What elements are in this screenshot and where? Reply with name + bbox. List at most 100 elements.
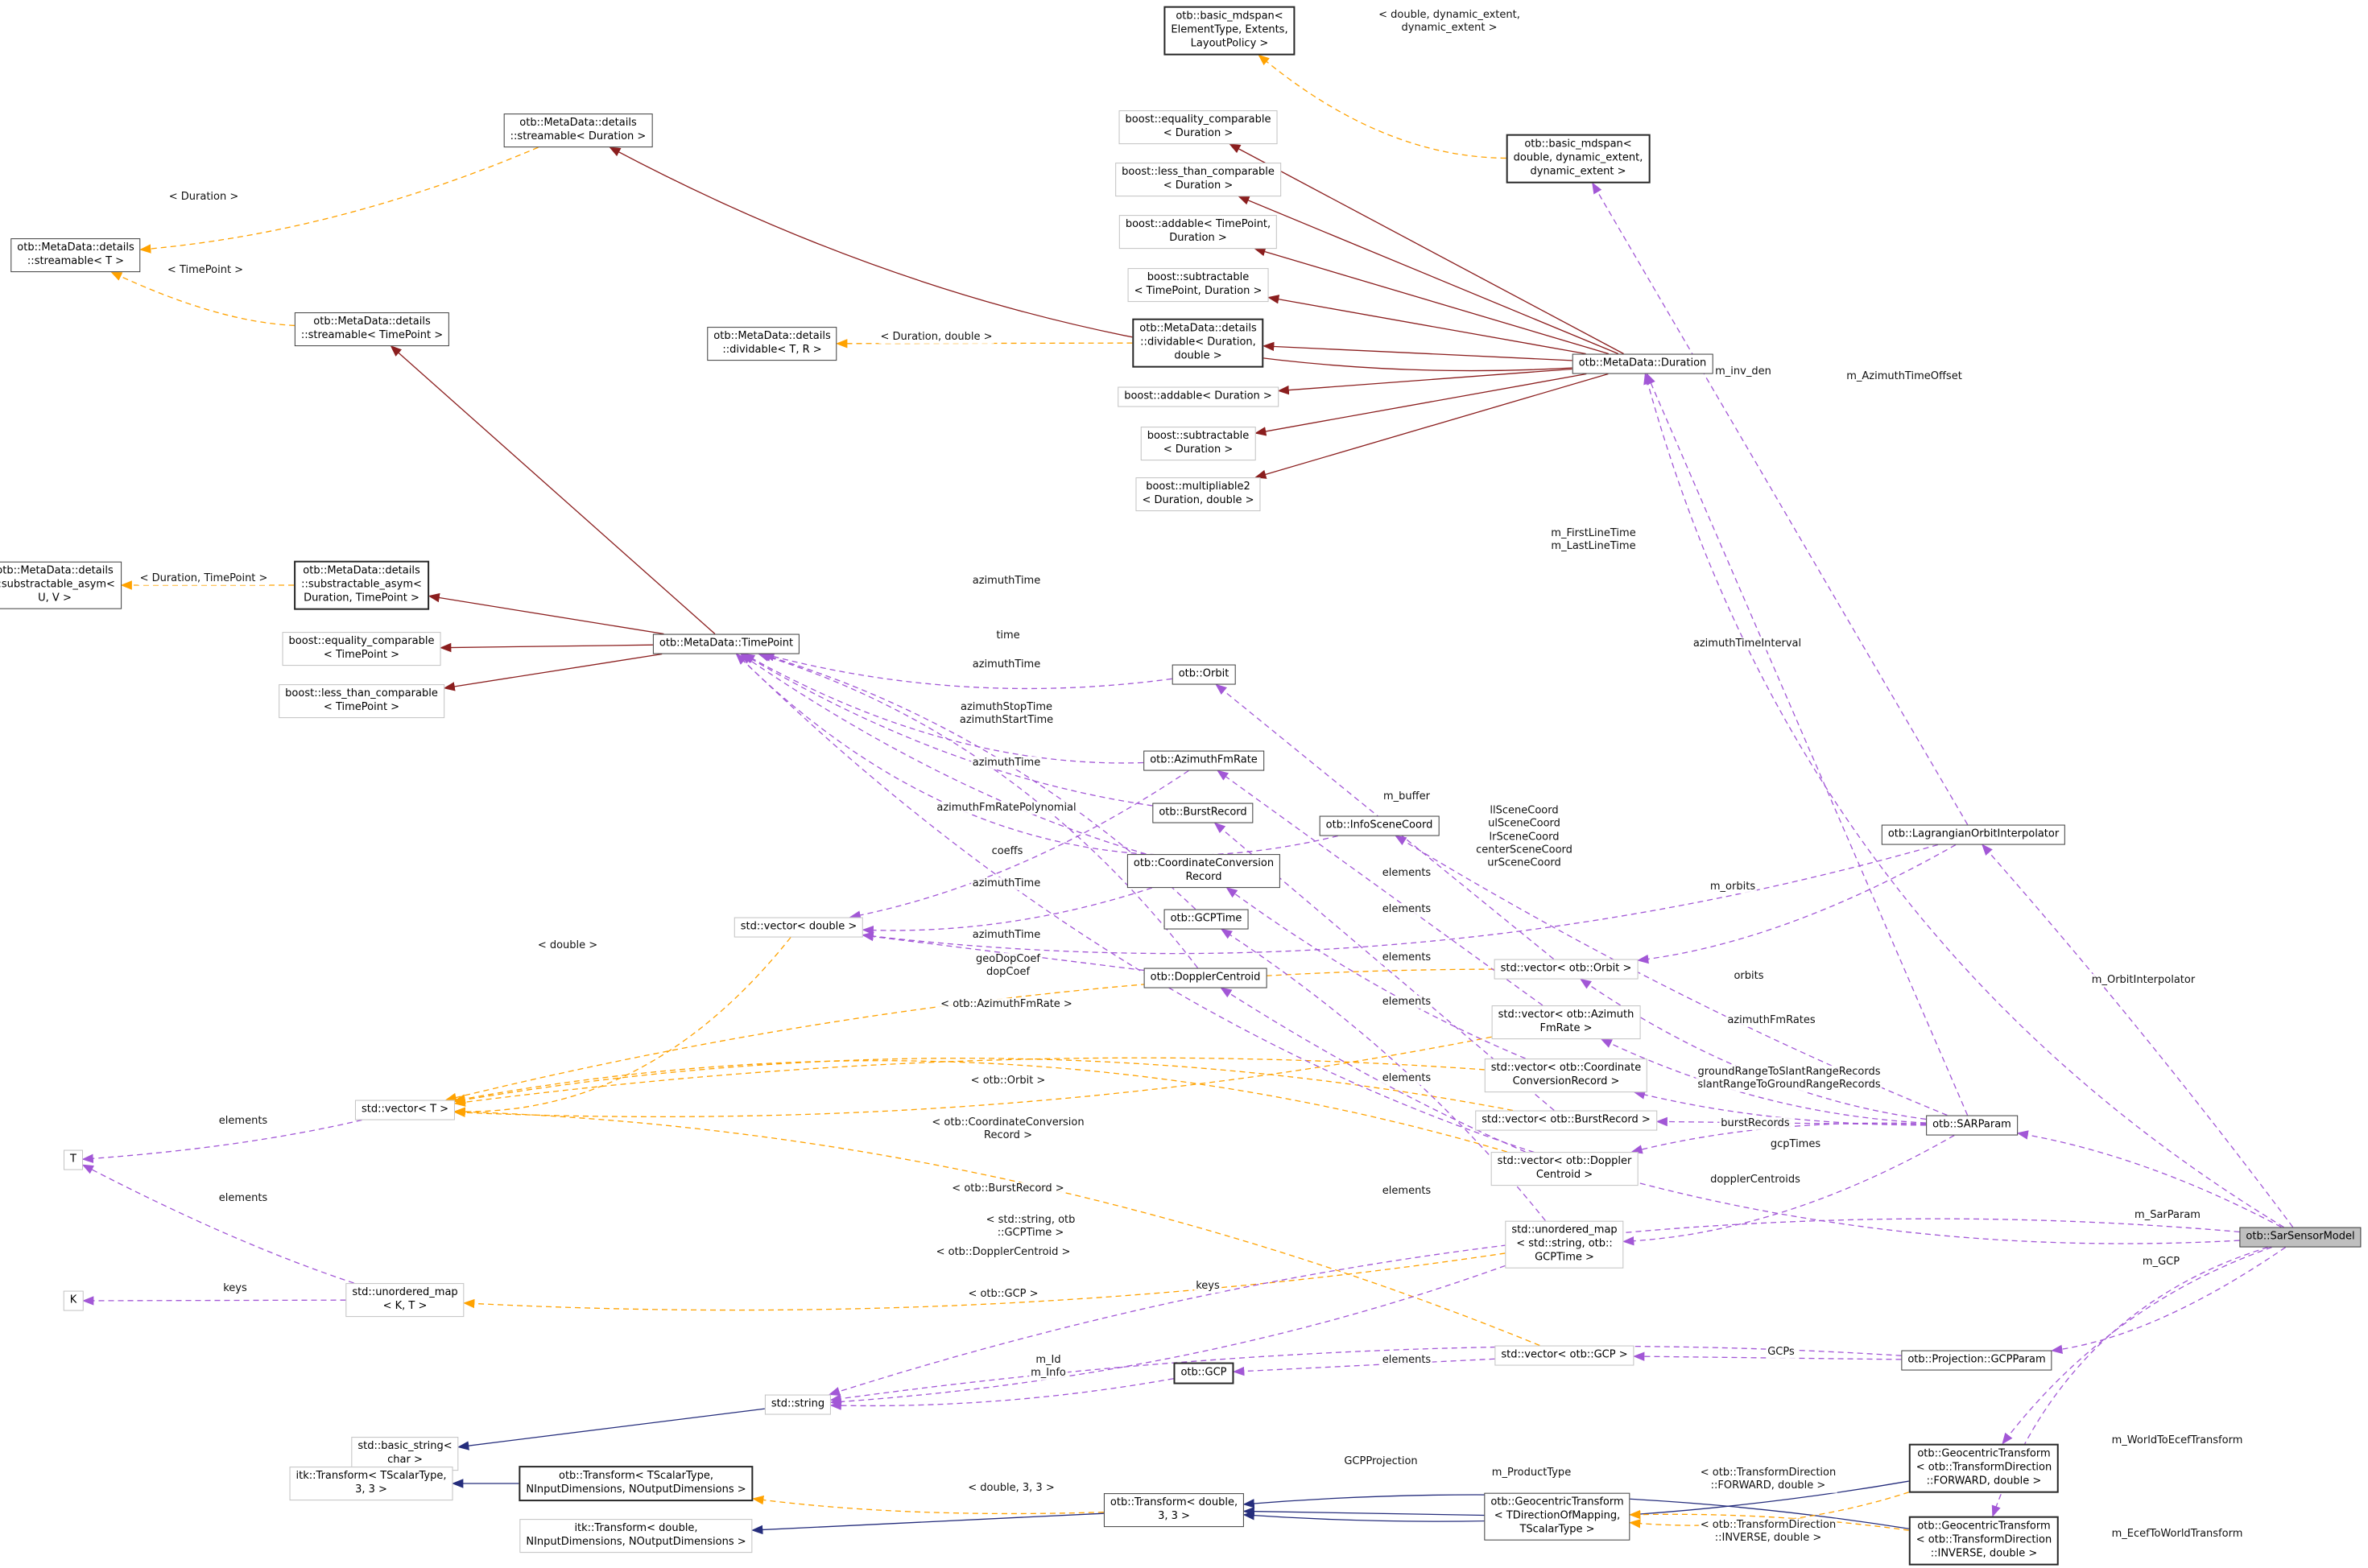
node-lt_tp[interactable]: boost::less_than_comparable < TimePoint … xyxy=(279,684,444,718)
edge-vec_dopc-dopc xyxy=(1220,987,1526,1153)
node-stream_t[interactable]: otb::MetaData::details ::streamable< T > xyxy=(10,238,141,272)
node-geo_inv[interactable]: otb::GeocentricTransform < otb::Transfor… xyxy=(1908,1516,2060,1566)
edge-stream_tp-stream_t xyxy=(110,271,295,327)
node-vec_gcp[interactable]: std::vector< otb::GCP > xyxy=(1494,1345,1634,1366)
node-subasym_dt[interactable]: otb::MetaData::details ::substractable_a… xyxy=(294,560,429,610)
node-mdspan_d[interactable]: otb::basic_mdspan< double, dynamic_exten… xyxy=(1506,134,1651,184)
edge-duration-sub_d xyxy=(1254,373,1587,436)
edge-timepoint-eq_tp xyxy=(440,642,654,653)
node-azfm[interactable]: otb::AzimuthFmRate xyxy=(1143,750,1264,771)
edge-vec_azfm-azfm xyxy=(1217,770,1544,1006)
edge-label-I: azimuthTimeInterval xyxy=(1691,637,1804,651)
node-gcpparam[interactable]: otb::Projection::GCPParam xyxy=(1901,1350,2052,1371)
node-vec_d[interactable]: std::vector< double > xyxy=(734,917,864,938)
node-vec_orbit[interactable]: std::vector< otb::Orbit > xyxy=(1494,959,1639,980)
edge-label-AR: m_ProductType xyxy=(1490,1466,1573,1480)
edge-label-K: time xyxy=(994,629,1022,643)
node-itk_t1[interactable]: itk::Transform< TScalarType, 3, 3 > xyxy=(289,1467,453,1500)
node-vec_burst[interactable]: std::vector< otb::BurstRecord > xyxy=(1475,1110,1657,1131)
node-t_node[interactable]: T xyxy=(64,1149,83,1170)
edge-timepoint-subasym_dt xyxy=(428,592,664,635)
node-isc[interactable]: otb::InfoSceneCoord xyxy=(1319,815,1440,836)
edge-label-AW: orbits xyxy=(1732,969,1766,984)
node-gcp[interactable]: otb::GCP xyxy=(1173,1362,1234,1384)
node-mul2[interactable]: boost::multipliable2 < Duration, double … xyxy=(1135,477,1261,511)
edge-duration-add_d xyxy=(1277,368,1572,395)
edge-umap_sg-str xyxy=(829,1265,1506,1407)
node-geo_c[interactable]: otb::GeocentricTransform < TDirectionOfM… xyxy=(1484,1492,1630,1541)
edge-loi-mdspan_d xyxy=(1592,182,1969,825)
node-timepoint[interactable]: otb::MetaData::TimePoint xyxy=(652,633,800,654)
node-k_node[interactable]: K xyxy=(63,1290,84,1311)
node-add_tpd[interactable]: boost::addable< TimePoint, Duration > xyxy=(1118,215,1278,249)
edge-label-AV: m_orbits xyxy=(1708,880,1758,894)
edge-otb_td-itk_t2 xyxy=(751,1512,1105,1535)
edge-label-AE: < otb::Orbit > xyxy=(969,1074,1048,1088)
edge-umap_kt-k_node xyxy=(82,1296,346,1306)
edge-duration-div_dd xyxy=(1263,341,1572,361)
node-dopc[interactable]: otb::DopplerCentroid xyxy=(1143,968,1267,988)
node-sub_d[interactable]: boost::subtractable < Duration > xyxy=(1140,427,1256,460)
node-gcptime[interactable]: otb::GCPTime xyxy=(1163,909,1249,930)
node-div_dd[interactable]: otb::MetaData::details ::dividable< Dura… xyxy=(1132,318,1264,368)
node-div_tr[interactable]: otb::MetaData::details ::dividable< T, R… xyxy=(707,327,837,361)
node-eq_dur[interactable]: boost::equality_comparable < Duration > xyxy=(1118,110,1278,144)
edge-label-AT: m_SarParam xyxy=(2133,1208,2202,1223)
node-sub_tpd[interactable]: boost::subtractable < TimePoint, Duratio… xyxy=(1127,268,1269,302)
edge-sarparam-vec_dopc xyxy=(1630,1122,1927,1154)
node-add_d[interactable]: boost::addable< Duration > xyxy=(1118,386,1279,407)
node-loi[interactable]: otb::LagrangianOrbitInterpolator xyxy=(1881,824,2066,845)
edge-ssm-gcpparam xyxy=(2051,1246,2287,1354)
node-mdspan_g[interactable]: otb::basic_mdspan< ElementType, Extents,… xyxy=(1163,6,1296,56)
node-umap_sg[interactable]: std::unordered_map < std::string, otb:: … xyxy=(1505,1220,1624,1269)
node-umap_kt[interactable]: std::unordered_map < K, T > xyxy=(345,1283,465,1317)
node-geo_fwd[interactable]: otb::GeocentricTransform < otb::Transfor… xyxy=(1908,1443,2060,1493)
edge-label-AF: < otb::CoordinateConversion Record > xyxy=(930,1116,1086,1143)
node-sarparam[interactable]: otb::SARParam xyxy=(1926,1115,2018,1136)
node-vec_dopc[interactable]: std::vector< otb::Doppler Centroid > xyxy=(1490,1152,1639,1186)
edge-gcptime-timepoint xyxy=(759,652,1196,910)
node-eq_tp[interactable]: boost::equality_comparable < TimePoint > xyxy=(282,632,441,666)
node-str[interactable]: std::string xyxy=(764,1394,832,1415)
edge-label-Z: elements xyxy=(1380,1071,1433,1086)
node-lt_dur[interactable]: boost::less_than_comparable < Duration > xyxy=(1115,163,1281,196)
node-vec_t[interactable]: std::vector< T > xyxy=(354,1100,456,1120)
edge-str-basic_str xyxy=(457,1408,766,1450)
edge-otb_td-otb_t xyxy=(752,1495,1105,1515)
edge-label-AB: elements xyxy=(1380,1353,1433,1368)
node-stream_tp[interactable]: otb::MetaData::details ::streamable< Tim… xyxy=(294,312,450,346)
edge-label-AA: elements xyxy=(1380,1184,1433,1199)
edge-label-X: elements xyxy=(1380,951,1433,965)
node-orbit[interactable]: otb::Orbit xyxy=(1172,664,1236,685)
edge-label-AK: keys xyxy=(221,1281,249,1296)
node-vec_ccr[interactable]: std::vector< otb::Coordinate ConversionR… xyxy=(1484,1058,1648,1092)
edge-label-AZ: burstRecords xyxy=(1719,1116,1791,1131)
edge-label-BB: gcpTimes xyxy=(1768,1137,1823,1152)
edge-loi-vec_orbit xyxy=(1637,844,1957,964)
edge-sarparam-vec_orbit xyxy=(1579,978,1927,1120)
edge-label-A: < double, dynamic_extent, dynamic_extent… xyxy=(1377,8,1522,35)
edge-label-AI: < otb::GCP > xyxy=(966,1287,1040,1302)
node-otb_td[interactable]: otb::Transform< double, 3, 3 > xyxy=(1103,1493,1245,1527)
edge-label-AP: GCPs xyxy=(1766,1345,1796,1360)
edge-label-W: elements xyxy=(1380,902,1433,917)
edge-label-AY: groundRangeToSlantRangeRecords slantRang… xyxy=(1696,1065,1882,1092)
node-subasym_uv[interactable]: otb::MetaData::details ::substractable_a… xyxy=(0,561,122,609)
node-itk_t2[interactable]: itk::Transform< double, NInputDimensions… xyxy=(519,1519,753,1553)
edge-gcpparam-str xyxy=(829,1345,1902,1404)
node-stream_dur[interactable]: otb::MetaData::details ::streamable< Dur… xyxy=(503,113,653,147)
node-vec_azfm[interactable]: std::vector< otb::Azimuth FmRate > xyxy=(1491,1005,1641,1039)
edge-label-S: geoDopCoef dopCoef xyxy=(973,952,1043,980)
edge-geo_inv-geo_c xyxy=(1629,1509,1910,1531)
edge-ssm-loi xyxy=(1982,844,2294,1228)
edge-label-G: m_AzimuthTimeOffset xyxy=(1845,369,1964,384)
node-basic_str[interactable]: std::basic_string< char > xyxy=(351,1437,459,1471)
node-ssm[interactable]: otb::SarSensorModel xyxy=(2239,1227,2362,1248)
node-otb_t[interactable]: otb::Transform< TScalarType, NInputDimen… xyxy=(519,1466,754,1501)
node-ccr[interactable]: otb::CoordinateConversion Record xyxy=(1126,854,1281,888)
edge-vec_d-vec_t xyxy=(453,937,791,1116)
edge-label-V: elements xyxy=(1380,866,1433,881)
node-burst[interactable]: otb::BurstRecord xyxy=(1152,803,1254,823)
edge-label-AN: elements xyxy=(217,1191,270,1206)
node-duration[interactable]: otb::MetaData::Duration xyxy=(1572,353,1713,374)
